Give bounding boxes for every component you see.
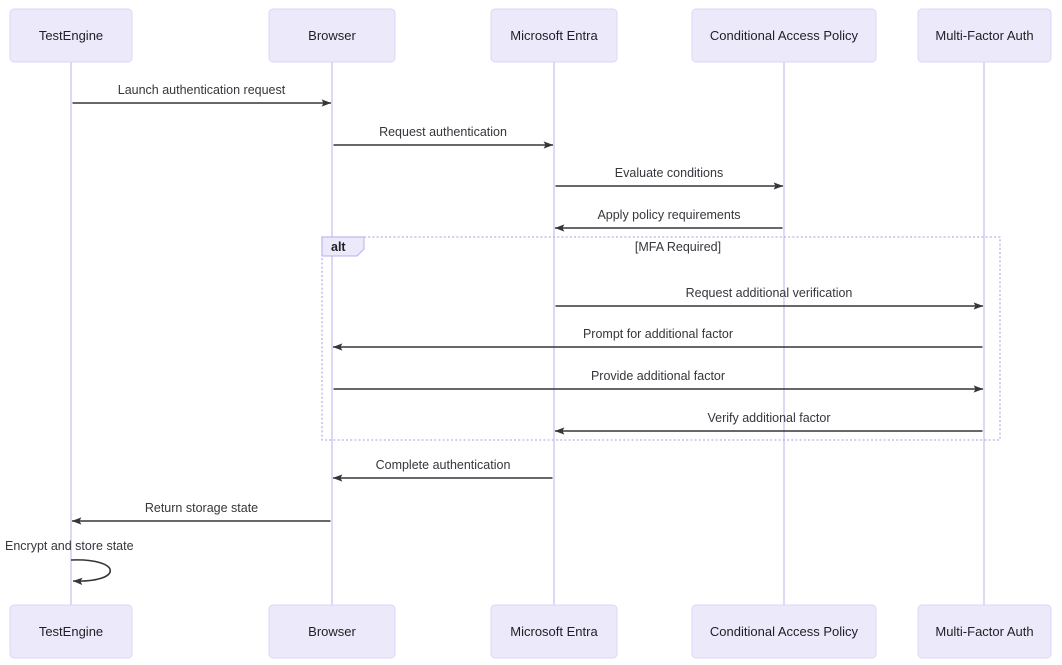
actor-boxes-top: TestEngine Browser Microsoft Entra Conditio… [9, 8, 1052, 63]
actor-label-entra-top: Microsoft Entra [510, 28, 598, 43]
message-label-8: Complete authentication [376, 458, 511, 472]
actor-label-browser-bottom: Browser [308, 624, 356, 639]
actor-box-capolicy-top[interactable] [691, 8, 877, 63]
message-label-0: Launch authentication request [118, 83, 286, 97]
message-label-5: Prompt for additional factor [583, 327, 733, 341]
actor-label-testengine-top: TestEngine [39, 28, 103, 43]
actor-box-mfa-top[interactable] [917, 8, 1052, 63]
alt-tag-label: alt [331, 240, 346, 254]
actor-box-capolicy-bottom[interactable] [691, 604, 877, 659]
actor-label-entra-bottom: Microsoft Entra [510, 624, 598, 639]
actor-box-browser-top[interactable] [268, 8, 396, 63]
alt-block-group: alt [MFA Required] [321, 236, 1001, 441]
actor-boxes-bottom: TestEngine Browser Microsoft Entra Conditio… [9, 604, 1052, 659]
message-label-7: Verify additional factor [708, 411, 831, 425]
alt-condition-label: [MFA Required] [635, 240, 721, 254]
actor-box-testengine-bottom[interactable] [9, 604, 133, 659]
actor-box-testengine-top[interactable] [9, 8, 133, 63]
message-label-4: Request additional verification [686, 286, 853, 300]
message-label-9: Return storage state [145, 501, 258, 515]
actor-box-entra-top[interactable] [490, 8, 618, 63]
actor-box-mfa-bottom[interactable] [917, 604, 1052, 659]
message-label-1: Request authentication [379, 125, 507, 139]
actor-label-capolicy-top: Conditional Access Policy [710, 28, 859, 43]
actor-label-capolicy-bottom: Conditional Access Policy [710, 624, 859, 639]
actor-label-browser-top: Browser [308, 28, 356, 43]
message-label-2: Evaluate conditions [615, 166, 723, 180]
self-message-loop [70, 559, 112, 585]
message-label-6: Provide additional factor [591, 369, 725, 383]
actor-box-browser-bottom[interactable] [268, 604, 396, 659]
self-message-label: Encrypt and store state [5, 539, 134, 553]
lifelines-group [70, 62, 985, 605]
actor-label-mfa-bottom: Multi-Factor Auth [935, 624, 1033, 639]
self-message-group: Encrypt and store state [5, 539, 134, 585]
actor-label-mfa-top: Multi-Factor Auth [935, 28, 1033, 43]
actor-label-testengine-bottom: TestEngine [39, 624, 103, 639]
message-label-3: Apply policy requirements [597, 208, 740, 222]
alt-tag-shape [321, 236, 365, 257]
actor-box-entra-bottom[interactable] [490, 604, 618, 659]
alt-block-frame [321, 236, 1001, 441]
